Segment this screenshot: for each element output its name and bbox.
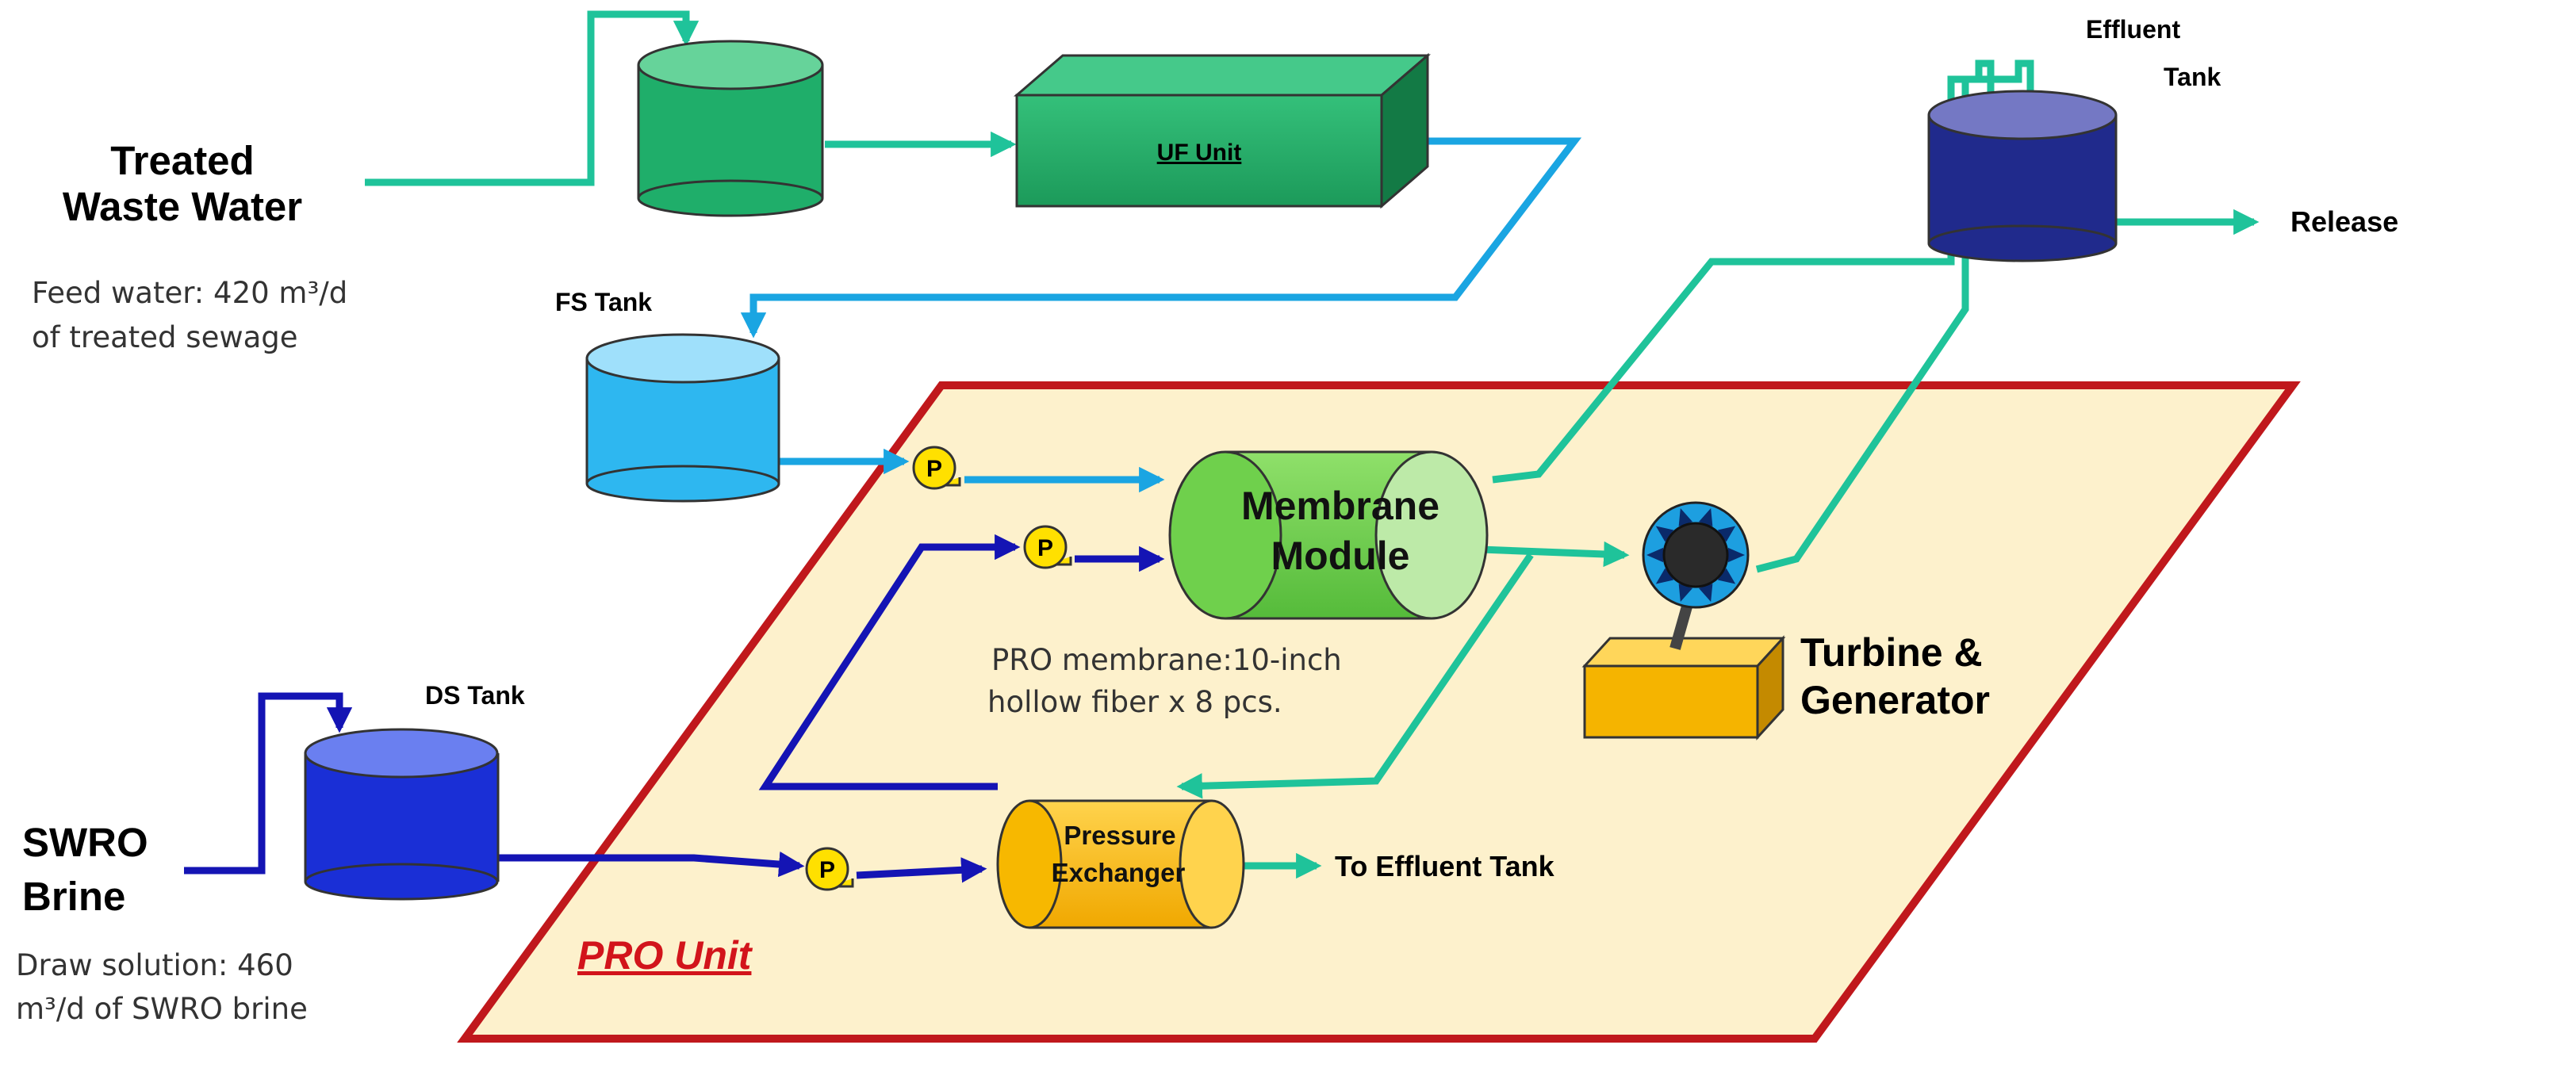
draw-solution-desc-line1: Draw solution: 460 [16,948,293,982]
uf-to-fs-line [740,137,1582,339]
pump-label-1: P [926,456,942,482]
turbine-blade [1698,584,1713,602]
px-to-pump2-line [758,534,1021,790]
turbine-to-effluent-line [1755,59,2034,573]
effluent-tank-label-line1: Effluent [2086,15,2180,44]
pump-icon [1023,525,1072,569]
turbine-blade [1655,568,1674,584]
turbine-blade [1678,584,1693,602]
release-label: Release [2290,205,2398,238]
swro-brine-title-line1: SWRO [22,820,148,865]
fs-tank-label: FS Tank [555,288,652,316]
pressure-exchanger-line2: Exchanger [1052,858,1186,887]
turbine-icon [1642,501,1750,609]
uf-unit-label: UF Unit [1157,140,1242,166]
membrane-to-effluent-line [1492,59,1995,484]
ds-to-pump-line [498,851,805,878]
pump-to-px-line [856,857,987,883]
pump-icon [805,847,854,891]
ds-tank-label: DS Tank [425,681,525,710]
pro-unit-label: PRO Unit [577,933,753,978]
generator-box-icon [1581,635,1786,741]
pretreat-tank [637,40,824,217]
pump-label-3: P [819,857,835,883]
draw-solution-desc-line2: m³/d of SWRO brine [16,992,308,1026]
membrane-module [1168,450,1489,620]
membrane-to-turbine-line [1460,541,1630,568]
turbine-label-line2: Generator [1800,678,1990,722]
membrane-desc-line1: PRO membrane:10-inch [991,643,1342,677]
treated-waste-water-title-line2: Waste Water [63,184,302,229]
ds-tank [304,728,500,901]
membrane-desc-line2: hollow fiber x 8 pcs. [987,685,1282,719]
turbine-blade [1717,568,1736,584]
membrane-to-px-line [1176,553,1534,799]
pressure-exchanger [996,799,1245,929]
turbine-blade [1717,526,1736,542]
feed-water-desc-line1: Feed water: 420 m³/d [32,276,347,310]
membrane-label-line2: Module [1271,534,1410,578]
to-effluent-tank-label: To Effluent Tank [1335,850,1555,882]
turbine-blade [1698,508,1713,526]
effluent-tank-label-line2: Tank [2164,63,2221,91]
fs-tank [585,333,780,503]
feed-line [365,10,700,186]
swro-feed-line [184,692,353,875]
turbine-label-line1: Turbine & [1800,630,1983,675]
turbine-blade [1678,508,1693,526]
turbine-hub [1662,522,1729,588]
effluent-tank [1927,90,2118,262]
turbine-blade [1727,547,1745,563]
turbine-blade [1655,526,1674,542]
treated-waste-water-title-line1: Treated [110,138,254,183]
membrane-label-line1: Membrane [1241,484,1439,528]
pressure-exchanger-line1: Pressure [1064,821,1175,850]
swro-brine-title-line2: Brine [22,874,125,919]
pump-label-2: P [1037,535,1053,561]
feed-water-desc-line2: of treated sewage [32,320,298,354]
pump-icon [912,446,961,490]
uf-unit [1013,52,1432,209]
turbine-blade [1646,547,1664,563]
